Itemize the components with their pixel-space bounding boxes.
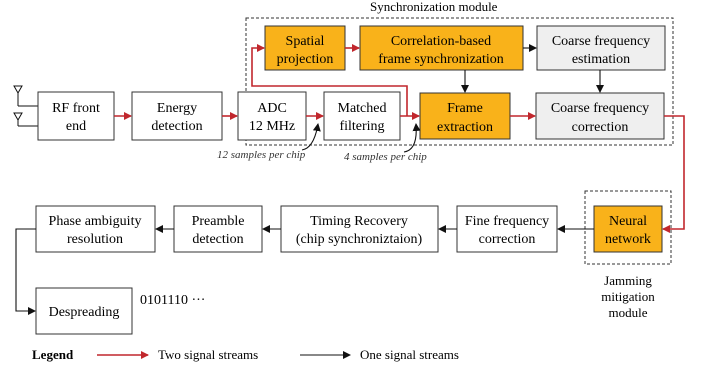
adc-block: ADC 12 MHz [237, 91, 307, 141]
svg-text:projection: projection [277, 52, 334, 67]
svg-text:extraction: extraction [437, 120, 493, 135]
svg-text:estimation: estimation [572, 52, 630, 67]
svg-text:Neural: Neural [609, 214, 647, 229]
energy-detection-block: Energy detection [131, 91, 223, 141]
svg-text:ADC: ADC [257, 101, 287, 116]
two-stream-arrows [114, 44, 685, 233]
svg-text:Phase ambiguity: Phase ambiguity [49, 214, 142, 229]
svg-text:detection: detection [192, 232, 243, 247]
svg-text:Coarse frequency: Coarse frequency [551, 101, 649, 116]
svg-text:detection: detection [151, 119, 202, 134]
synchronization-module-box [245, 17, 674, 146]
svg-text:Timing Recovery: Timing Recovery [310, 214, 408, 229]
jamming-module-box [584, 190, 672, 265]
svg-text:Correlation-based: Correlation-based [391, 34, 491, 49]
svg-text:resolution: resolution [67, 232, 123, 247]
spatial-projection-block: Spatial projection [264, 25, 346, 71]
timing-recovery-block: Timing Recovery (chip synchroniztaion) [280, 205, 439, 253]
phase-ambiguity-resolution-block: Phase ambiguity resolution [35, 205, 156, 253]
svg-text:Energy: Energy [157, 101, 197, 116]
svg-text:Despreading: Despreading [49, 305, 120, 320]
rf-front-end-block: RF front end [37, 91, 115, 141]
preamble-detection-block: Preamble detection [173, 205, 263, 253]
svg-text:12 MHz: 12 MHz [249, 119, 295, 134]
legend: Legend Two signal streams One signal str… [32, 347, 459, 362]
neural-network-block: Neural network [593, 205, 663, 253]
svg-text:RF front: RF front [52, 101, 100, 116]
frame-extraction-block: Frame extraction [419, 92, 511, 140]
jamming-module-title-line1: Jamming [604, 273, 652, 288]
svg-text:(chip synchroniztaion): (chip synchroniztaion) [296, 232, 423, 247]
matched-filtering-block: Matched filtering [323, 91, 401, 141]
despreading-block: Despreading [35, 287, 133, 335]
four-samples-annotation: 4 samples per chip [344, 151, 427, 163]
svg-text:filtering: filtering [339, 119, 384, 134]
svg-text:correction: correction [479, 232, 536, 247]
fine-frequency-correction-block: Fine frequency correction [456, 205, 558, 253]
svg-text:frame synchronization: frame synchronization [378, 52, 504, 67]
svg-text:end: end [66, 119, 86, 134]
jamming-module-title-line2: mitigation [601, 289, 655, 304]
jamming-module-title-line3: module [609, 305, 648, 320]
coarse-frequency-estimation-block: Coarse frequency estimation [536, 25, 666, 71]
svg-text:Spatial: Spatial [286, 34, 325, 49]
antenna-icon [13, 85, 38, 127]
one-stream-arrows [15, 44, 604, 315]
svg-text:Coarse frequency: Coarse frequency [552, 34, 650, 49]
svg-text:network: network [605, 232, 651, 247]
legend-black-label: One signal streams [360, 347, 459, 362]
svg-text:correction: correction [572, 120, 629, 135]
legend-red-label: Two signal streams [158, 347, 258, 362]
svg-text:Frame: Frame [447, 101, 483, 116]
correlation-frame-sync-block: Correlation-based frame synchronization [359, 25, 524, 71]
coarse-frequency-correction-block: Coarse frequency correction [535, 92, 665, 140]
synchronization-module-title: Synchronization module [370, 0, 498, 14]
twelve-samples-annotation: 12 samples per chip [217, 149, 306, 161]
svg-text:Preamble: Preamble [192, 214, 245, 229]
svg-text:Matched: Matched [338, 101, 387, 116]
svg-text:Fine frequency: Fine frequency [465, 214, 549, 229]
output-bits: 0101110 ··· [140, 293, 205, 308]
legend-title: Legend [32, 347, 74, 362]
